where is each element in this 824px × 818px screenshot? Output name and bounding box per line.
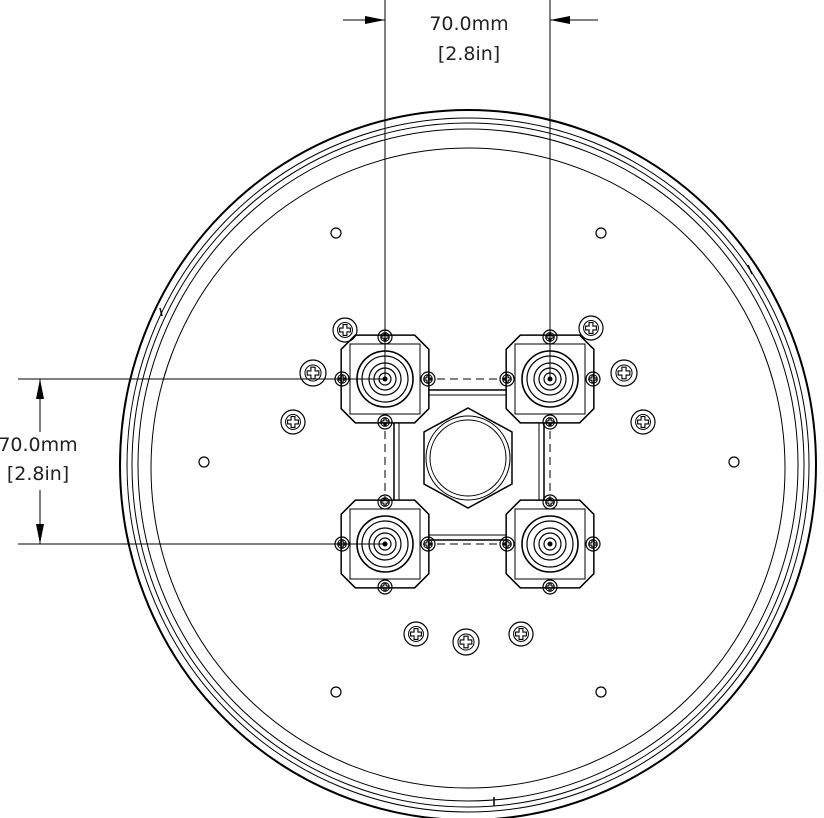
connector-screw	[420, 536, 436, 552]
mount-holes	[198, 227, 740, 698]
base-outline	[119, 109, 817, 818]
mount-screw	[578, 315, 604, 341]
center-plate	[393, 389, 545, 541]
connector-screw	[585, 371, 601, 387]
connector-screw	[542, 494, 558, 510]
mount-hole	[728, 456, 740, 468]
mount-screw	[508, 621, 534, 647]
mount-hole	[330, 686, 342, 698]
mount-screw	[299, 359, 327, 387]
connector-screw	[542, 579, 558, 595]
screws	[280, 315, 656, 656]
mount-screw	[630, 409, 656, 435]
connector-screw	[420, 371, 436, 387]
mount-screw	[403, 621, 429, 647]
dimension-horizontal-inch: [2.8in]	[438, 43, 500, 65]
mount-hole	[595, 686, 607, 698]
mount-screw	[452, 628, 480, 656]
dimension-horizontal: 70.0mm [2.8in]	[343, 0, 598, 379]
connector-screw	[542, 414, 558, 430]
mount-hole	[198, 456, 210, 468]
connector-screw	[499, 536, 515, 552]
connector-screw	[377, 579, 393, 595]
mount-hole	[595, 227, 607, 239]
mount-screw	[332, 317, 358, 343]
dimension-vertical-mm: 70.0mm	[0, 434, 78, 456]
mount-hole	[330, 227, 342, 239]
connector-screw	[377, 494, 393, 510]
connector-screw	[377, 414, 393, 430]
connector-screw	[585, 536, 601, 552]
dimension-horizontal-mm: 70.0mm	[429, 13, 508, 35]
connector-bottom-right	[499, 494, 601, 595]
hex-port	[423, 407, 513, 509]
dimension-vertical-inch: [2.8in]	[7, 463, 69, 485]
mount-screw	[610, 359, 638, 387]
mount-screw	[280, 409, 306, 435]
dimension-vertical: 70.0mm [2.8in]	[0, 378, 385, 545]
connectors	[334, 329, 601, 595]
connector-screw	[499, 371, 515, 387]
